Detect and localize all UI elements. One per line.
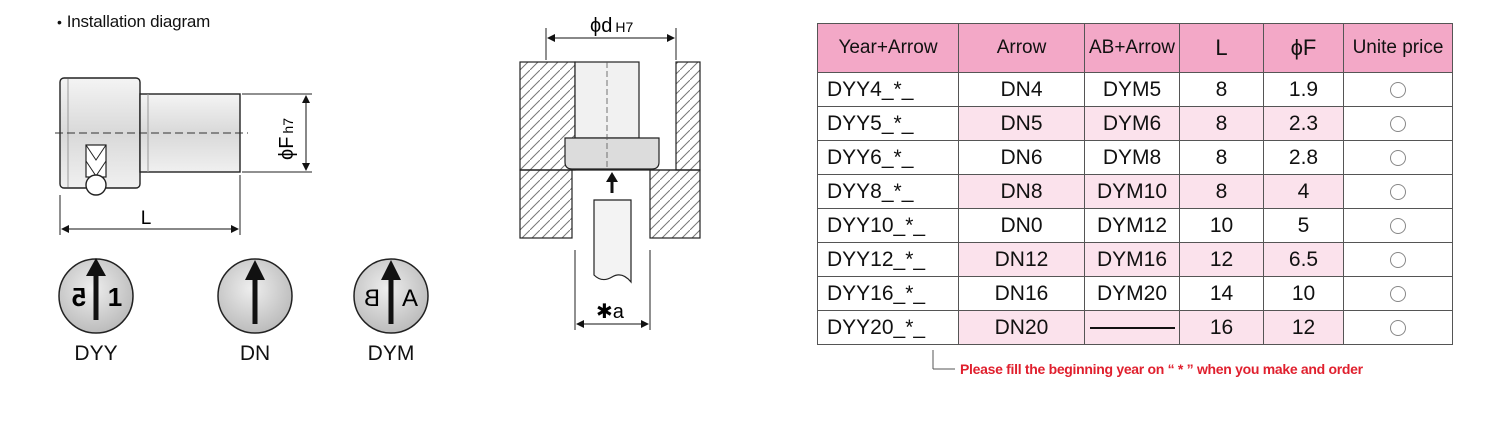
cell-L: 14 [1179,276,1264,311]
cell-arrow: DN6 [958,140,1085,175]
price-radio[interactable] [1390,115,1406,132]
price-radio[interactable] [1390,319,1406,336]
dym-right-glyph: A [402,285,418,312]
header-L: L [1179,23,1264,73]
cell-F: 1.9 [1263,72,1344,107]
header-arrow: Arrow [958,23,1085,73]
cell-L: 16 [1179,310,1264,345]
dym-left-glyph: B [364,285,380,312]
cell-L: 12 [1179,242,1264,277]
symbol-label-dn: DN [239,342,271,365]
cell-ab-arrow: DYM16 [1084,242,1180,277]
cell-unit-price [1343,276,1453,311]
cell-ab-arrow: DYM5 [1084,72,1180,107]
cell-unit-price [1343,208,1453,243]
cell-arrow: DN4 [958,72,1085,107]
section-title: •Installation diagram [57,12,210,32]
cell-arrow: DN20 [958,310,1085,345]
cell-year-arrow: DYY5_*_ [817,106,959,141]
header-unit-price: Unite price [1343,23,1453,73]
table-header-row: Year+Arrow Arrow AB+Arrow L ϕF Unite pri… [817,23,1453,73]
cell-L: 8 [1179,106,1264,141]
cell-arrow: DN5 [958,106,1085,141]
cell-unit-price [1343,106,1453,141]
cell-unit-price [1343,310,1453,345]
cell-year-arrow: DYY12_*_ [817,242,959,277]
cell-F: 12 [1263,310,1344,345]
cell-ab-arrow: DYM12 [1084,208,1180,243]
price-radio[interactable] [1390,183,1406,200]
cell-ab-arrow [1084,310,1180,345]
cell-year-arrow: DYY4_*_ [817,72,959,107]
cell-F: 4 [1263,174,1344,209]
empty-dash [1089,326,1175,329]
cell-L: 8 [1179,72,1264,107]
section-title-text: Installation diagram [66,12,211,31]
pin-side-view: L ϕFh7 [55,77,312,235]
dim-L-label: L [141,208,152,229]
header-year-arrow: Year+Arrow [817,23,959,73]
cell-F: 2.3 [1263,106,1344,141]
symbol-dyy: 5 1 [58,258,134,334]
cell-year-arrow: DYY20_*_ [817,310,959,345]
symbol-dn [217,258,293,334]
cell-arrow: DN16 [958,276,1085,311]
price-radio[interactable] [1390,285,1406,302]
cell-F: 6.5 [1263,242,1344,277]
cell-L: 10 [1179,208,1264,243]
cell-ab-arrow: DYM8 [1084,140,1180,175]
bullet-icon: • [57,14,62,30]
cell-unit-price [1343,174,1453,209]
cell-F: 10 [1263,276,1344,311]
cell-arrow: DN12 [958,242,1085,277]
cell-unit-price [1343,140,1453,175]
dim-F-label: ϕFh7 [276,118,298,160]
symbol-label-dym: DYM [367,342,415,365]
symbol-dym: B A [353,258,429,334]
dim-a-label: ✱a [596,301,625,323]
cell-year-arrow: DYY8_*_ [817,174,959,209]
dyy-right-glyph: 1 [108,282,122,312]
cell-arrow: DN8 [958,174,1085,209]
cell-F: 2.8 [1263,140,1344,175]
spec-table: Year+Arrow Arrow AB+Arrow L ϕF Unite pri… [817,23,1453,345]
header-ab-arrow: AB+Arrow [1084,23,1180,73]
price-radio[interactable] [1390,149,1406,166]
cell-arrow: DN0 [958,208,1085,243]
price-radio[interactable] [1390,251,1406,268]
header-F: ϕF [1263,23,1344,73]
cell-ab-arrow: DYM6 [1084,106,1180,141]
price-radio[interactable] [1390,217,1406,234]
cell-L: 8 [1179,140,1264,175]
cell-ab-arrow: DYM10 [1084,174,1180,209]
cell-year-arrow: DYY10_*_ [817,208,959,243]
dyy-left-glyph: 5 [72,282,86,312]
cell-unit-price [1343,242,1453,277]
cell-L: 8 [1179,174,1264,209]
cell-F: 5 [1263,208,1344,243]
cell-unit-price [1343,72,1453,107]
order-note: Please fill the beginning year on “ * ” … [960,361,1363,377]
cell-year-arrow: DYY6_*_ [817,140,959,175]
cell-ab-arrow: DYM20 [1084,276,1180,311]
cell-year-arrow: DYY16_*_ [817,276,959,311]
symbol-label-dyy: DYY [74,342,118,365]
price-radio[interactable] [1390,81,1406,98]
